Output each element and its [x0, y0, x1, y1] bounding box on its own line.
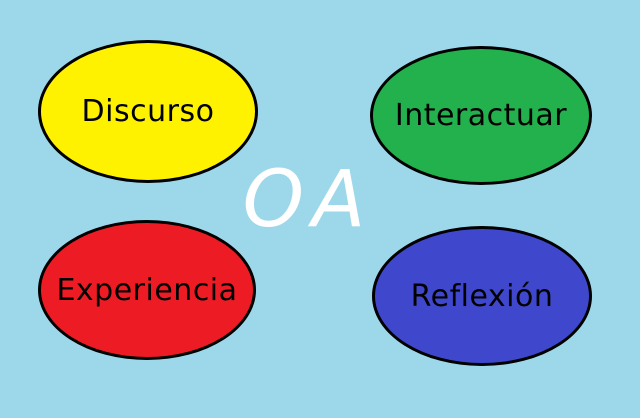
node-label-discurso: Discurso: [81, 94, 215, 129]
node-experiencia: Experiencia: [38, 220, 256, 360]
node-label-reflexion: Reflexión: [410, 278, 554, 314]
node-label-experiencia: Experiencia: [56, 272, 238, 308]
node-interactuar: Interactuar: [370, 46, 592, 185]
node-discurso: Discurso: [38, 40, 258, 183]
center-label: OA: [242, 155, 374, 245]
node-reflexion: Reflexión: [372, 226, 592, 366]
node-label-interactuar: Interactuar: [394, 98, 568, 133]
